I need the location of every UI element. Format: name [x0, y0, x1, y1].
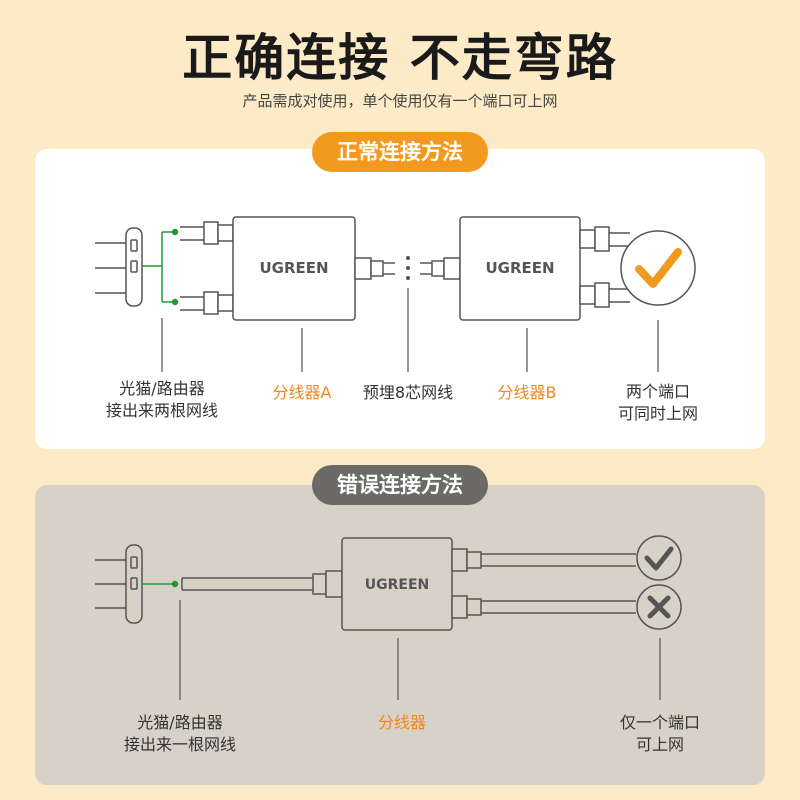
- checkmark-circle-icon: [620, 230, 696, 306]
- check-circle-icon: [636, 535, 682, 581]
- buried-cable-label: 预埋8芯网线: [362, 383, 454, 402]
- correct-source-label-line2: 接出来两根网线: [105, 401, 218, 420]
- correct-source-label-line1: 光猫/路由器: [119, 379, 205, 398]
- wall-socket-icon: [95, 227, 143, 307]
- splitter-b-brand: UGREEN: [485, 259, 555, 277]
- green-wire: [142, 580, 179, 588]
- correct-method-badge: 正常连接方法: [312, 132, 488, 172]
- input-cable: [181, 570, 343, 598]
- connector-b: [420, 257, 461, 280]
- splitter-b-box: [459, 216, 581, 321]
- splitter-brand: UGREEN: [364, 577, 430, 593]
- splitter-b-label: 分线器B: [497, 383, 557, 402]
- input-cable: [180, 221, 234, 315]
- wrong-source-label-line1: 光猫/路由器: [137, 713, 223, 732]
- correct-source-label: 光猫/路由器 接出来两根网线: [95, 378, 229, 422]
- green-wire: [142, 228, 179, 306]
- wall-socket-icon: [95, 544, 143, 624]
- correct-result-label-line1: 两个端口: [625, 382, 690, 401]
- wrong-source-label: 光猫/路由器 接出来一根网线: [112, 712, 248, 756]
- leader-lines: [179, 600, 661, 700]
- splitter-a-brand: UGREEN: [259, 259, 329, 277]
- splitter-label: 分线器: [377, 713, 426, 732]
- output-cable: [451, 548, 636, 619]
- wrong-method-panel: [35, 485, 765, 785]
- splitter-box: [341, 537, 453, 631]
- splitter-a-label: 分线器A: [272, 383, 332, 402]
- correct-diagram: [95, 216, 696, 372]
- page-title: 正确连接 不走弯路: [182, 29, 618, 87]
- page-subtitle: 产品需成对使用，单个使用仅有一个端口可上网: [242, 92, 558, 110]
- wrong-source-label-line2: 接出来一根网线: [123, 735, 236, 754]
- buried-cable-dots: [406, 256, 410, 280]
- x-circle-icon: [636, 584, 682, 630]
- wrong-diagram: [95, 535, 682, 700]
- leader-lines: [161, 288, 659, 372]
- wrong-result-label-line2: 可上网: [635, 735, 684, 754]
- correct-result-label: 两个端口 可同时上网: [603, 381, 713, 425]
- wrong-method-badge: 错误连接方法: [312, 465, 488, 505]
- output-cable: [579, 226, 630, 308]
- wrong-result-label: 仅一个端口 可上网: [600, 712, 720, 756]
- wrong-result-label-line1: 仅一个端口: [619, 713, 700, 732]
- correct-result-label-line2: 可同时上网: [617, 404, 698, 423]
- connector-a: [354, 257, 395, 280]
